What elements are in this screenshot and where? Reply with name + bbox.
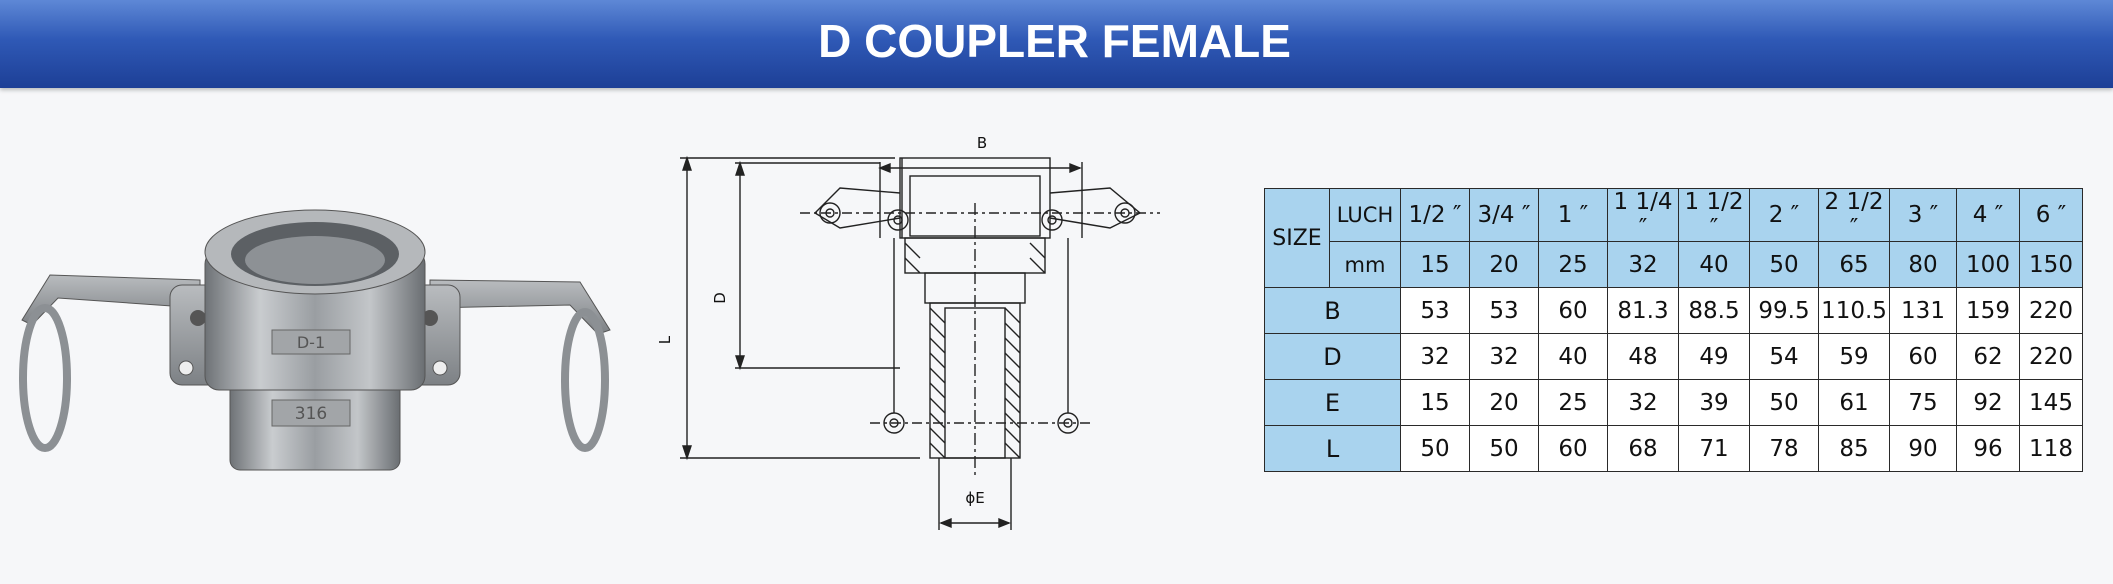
value-cell: 32: [1400, 333, 1470, 380]
value-cell: 62: [1956, 333, 2020, 380]
value-cell: 54: [1749, 333, 1819, 380]
inch-size-cell: 6 ″: [2019, 188, 2083, 242]
inch-size-cell: 4 ″: [1956, 188, 2020, 242]
value-cell: 48: [1607, 333, 1679, 380]
mm-size-cell: 100: [1956, 241, 2020, 288]
row-label-d: D: [1264, 333, 1401, 380]
spec-table: SIZE LUCH 1/2 ″ 3/4 ″ 1 ″ 1 1/4 ″ 1 1/2 …: [1264, 188, 2083, 472]
inch-size-cell: 3 ″: [1889, 188, 1957, 242]
value-cell: 68: [1607, 425, 1679, 472]
value-cell: 78: [1749, 425, 1819, 472]
value-cell: 15: [1400, 379, 1470, 426]
product-photo: D-1 316: [19, 209, 611, 471]
value-cell: 60: [1538, 425, 1608, 472]
value-cell: 53: [1469, 287, 1539, 334]
page-title-text: D COUPLER FEMALE: [818, 15, 1291, 67]
inch-size-cell: 1 1/2 ″: [1678, 188, 1750, 242]
mm-header: mm: [1329, 241, 1401, 288]
value-cell: 49: [1678, 333, 1750, 380]
title-banner: D COUPLER FEMALE: [0, 0, 2113, 88]
table-row: SIZE LUCH 1/2 ″ 3/4 ″ 1 ″ 1 1/4 ″ 1 1/2 …: [1264, 188, 2083, 288]
row-label-b: B: [1264, 287, 1401, 334]
inch-size-cell: 3/4 ″: [1469, 188, 1539, 242]
marking-d1: D-1: [297, 333, 325, 352]
inch-size-cell: 2 1/2 ″: [1818, 188, 1890, 242]
page-title: D COUPLER FEMALE: [0, 14, 2113, 68]
value-cell: 220: [2019, 333, 2083, 380]
value-cell: 81.3: [1607, 287, 1679, 334]
value-cell: 159: [1956, 287, 2020, 334]
dimension-d-label: D: [711, 292, 729, 304]
value-cell: 131: [1889, 287, 1957, 334]
mm-size-cell: 50: [1749, 241, 1819, 288]
technical-drawing: B L D ϕE: [656, 134, 1160, 530]
value-cell: 110.5: [1818, 287, 1890, 334]
value-cell: 71: [1678, 425, 1750, 472]
marking-316: 316: [295, 404, 327, 424]
table-row: L 50 50 60 68 71 78 85 90 96 118: [1264, 425, 2083, 472]
value-cell: 75: [1889, 379, 1957, 426]
mm-size-cell: 15: [1400, 241, 1470, 288]
mm-size-cell: 65: [1818, 241, 1890, 288]
value-cell: 53: [1400, 287, 1470, 334]
value-cell: 50: [1400, 425, 1470, 472]
value-cell: 25: [1538, 379, 1608, 426]
table-row: D 32 32 40 48 49 54 59 60 62 220: [1264, 333, 2083, 380]
inch-size-cell: 1 ″: [1538, 188, 1608, 242]
size-header: SIZE: [1264, 188, 1330, 288]
value-cell: 50: [1749, 379, 1819, 426]
inch-size-cell: 1 1/4 ″: [1607, 188, 1679, 242]
table-row: E 15 20 25 32 39 50 61 75 92 145: [1264, 379, 2083, 426]
value-cell: 50: [1469, 425, 1539, 472]
value-cell: 39: [1678, 379, 1750, 426]
mm-size-cell: 25: [1538, 241, 1608, 288]
table-row: mm 15 20 25 32 40 50 65 80 100 150: [1265, 241, 2083, 288]
dimension-e-label: ϕE: [965, 489, 984, 507]
inch-header: LUCH: [1329, 188, 1401, 242]
value-cell: 90: [1889, 425, 1957, 472]
value-cell: 20: [1469, 379, 1539, 426]
value-cell: 96: [1956, 425, 2020, 472]
value-cell: 145: [2019, 379, 2083, 426]
mm-size-cell: 40: [1678, 241, 1750, 288]
value-cell: 59: [1818, 333, 1890, 380]
value-cell: 32: [1469, 333, 1539, 380]
inch-size-cell: 2 ″: [1749, 188, 1819, 242]
value-cell: 99.5: [1749, 287, 1819, 334]
mm-size-cell: 80: [1889, 241, 1957, 288]
value-cell: 60: [1889, 333, 1957, 380]
table-row: B 53 53 60 81.3 88.5 99.5 110.5 131 159 …: [1264, 287, 2083, 334]
value-cell: 40: [1538, 333, 1608, 380]
value-cell: 220: [2019, 287, 2083, 334]
inch-size-cell: 1/2 ″: [1400, 188, 1470, 242]
value-cell: 32: [1607, 379, 1679, 426]
row-label-e: E: [1264, 379, 1401, 426]
mm-size-cell: 32: [1607, 241, 1679, 288]
dimension-l-label: L: [656, 335, 674, 344]
value-cell: 92: [1956, 379, 2020, 426]
dimension-b-label: B: [977, 134, 987, 152]
mm-size-cell: 20: [1469, 241, 1539, 288]
value-cell: 85: [1818, 425, 1890, 472]
value-cell: 88.5: [1678, 287, 1750, 334]
mm-size-cell: 150: [2019, 241, 2083, 288]
value-cell: 61: [1818, 379, 1890, 426]
value-cell: 60: [1538, 287, 1608, 334]
value-cell: 118: [2019, 425, 2083, 472]
row-label-l: L: [1264, 425, 1401, 472]
